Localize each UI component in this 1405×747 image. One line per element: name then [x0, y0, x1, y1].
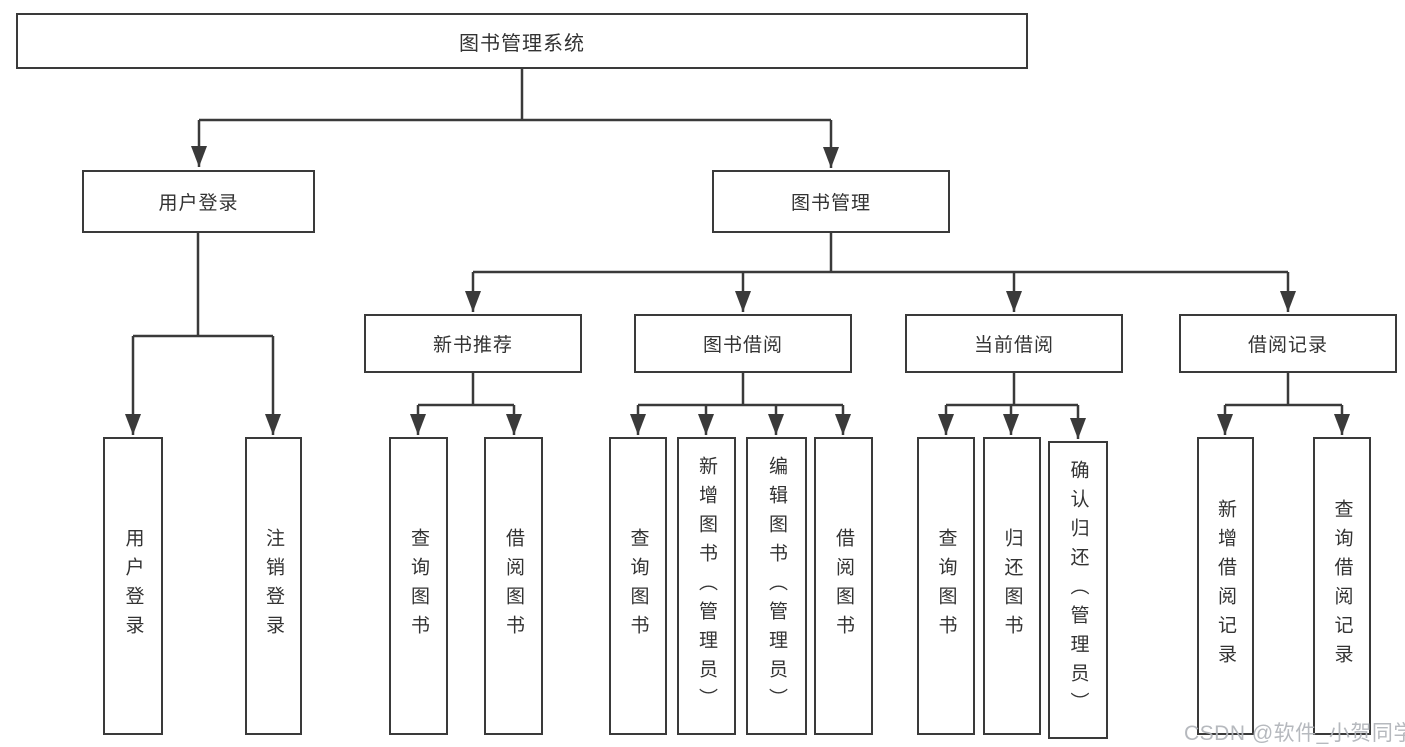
node-label: 新书推荐	[432, 335, 513, 356]
node-label: 注销登录	[263, 528, 284, 644]
node-label: 借阅图书	[503, 528, 524, 644]
leaf-query-borrow-record: 查询借阅记录	[1313, 437, 1371, 735]
leaf-confirm-return-admin: 确认归还（管理员）	[1048, 441, 1108, 739]
node-label: 用户登录	[158, 193, 239, 214]
leaf-logout: 注销登录	[245, 437, 302, 735]
leaf-add-book-admin: 新增图书（管理员）	[677, 437, 736, 735]
leaf-borrow-book-recommend: 借阅图书	[484, 437, 543, 735]
node-current-borrow: 当前借阅	[905, 314, 1123, 373]
node-book-management: 图书管理	[712, 170, 950, 233]
node-library-management-system: 图书管理系统	[16, 13, 1028, 69]
node-label: 查询图书	[627, 528, 649, 644]
node-label: 新增图书（管理员）	[696, 455, 717, 717]
leaf-query-book-borrow: 查询图书	[609, 437, 667, 735]
node-label: 新增借阅记录	[1215, 499, 1236, 673]
node-label: 当前借阅	[973, 335, 1054, 356]
node-new-book-recommend: 新书推荐	[364, 314, 582, 373]
leaf-query-book-recommend: 查询图书	[389, 437, 448, 735]
node-user-login: 用户登录	[82, 170, 315, 233]
node-label: 图书管理	[790, 193, 871, 214]
leaf-edit-book-admin: 编辑图书（管理员）	[746, 437, 807, 735]
node-label: 图书借阅	[702, 335, 783, 356]
leaf-user-login: 用户登录	[103, 437, 163, 735]
leaf-add-borrow-record: 新增借阅记录	[1197, 437, 1254, 735]
node-label: 借阅图书	[833, 528, 854, 644]
leaf-return-book: 归还图书	[983, 437, 1041, 735]
node-label: 图书管理系统	[459, 32, 585, 55]
node-label: 用户登录	[122, 528, 144, 644]
csdn-watermark: CSDN @软件_小贺同学	[1184, 722, 1405, 745]
node-label: 查询图书	[935, 528, 957, 644]
node-label: 归还图书	[1001, 528, 1023, 644]
node-book-borrow: 图书借阅	[634, 314, 852, 373]
node-label: 编辑图书（管理员）	[766, 455, 787, 717]
node-label: 查询图书	[408, 528, 429, 644]
leaf-query-book-current: 查询图书	[917, 437, 975, 735]
node-borrow-records: 借阅记录	[1179, 314, 1397, 373]
leaf-borrow-book: 借阅图书	[814, 437, 873, 735]
node-label: 查询借阅记录	[1331, 499, 1353, 673]
node-label: 确认归还（管理员）	[1067, 459, 1089, 721]
node-label: 借阅记录	[1247, 335, 1328, 356]
